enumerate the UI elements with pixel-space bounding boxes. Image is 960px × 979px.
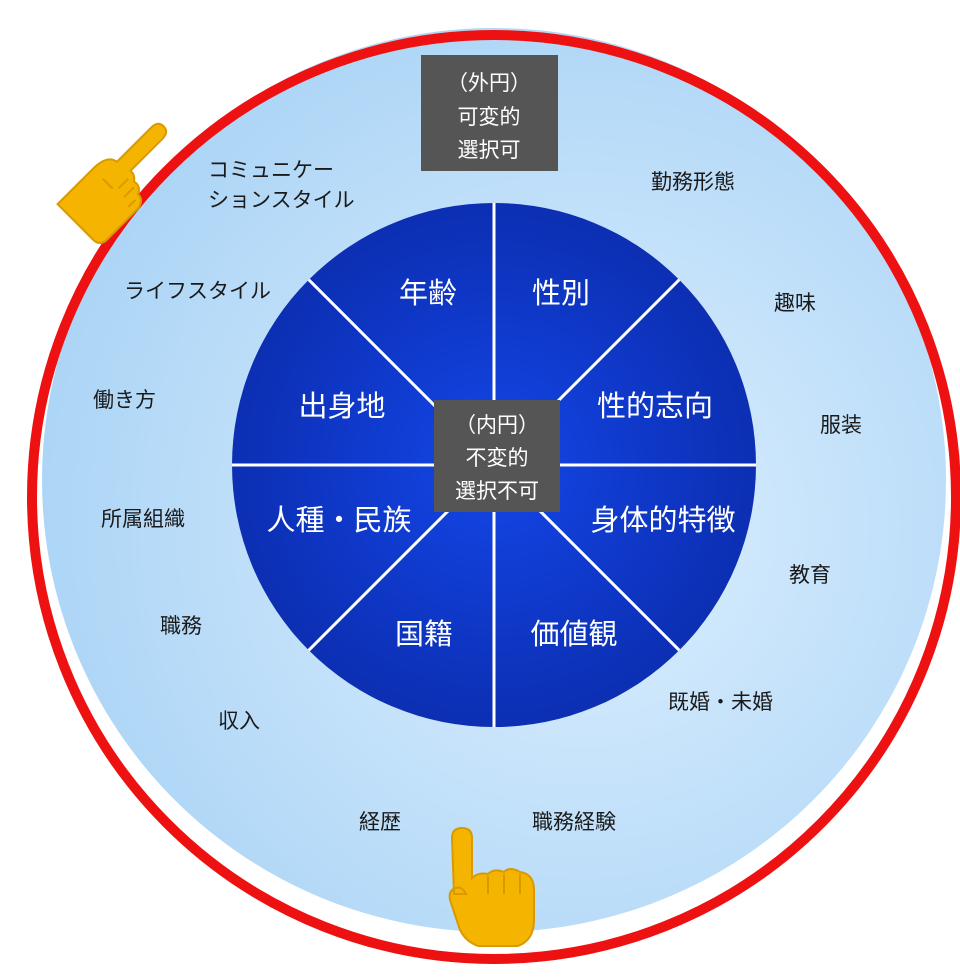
inner-box-line: （内円） [455,413,539,437]
inner-segment-label: 出身地 [298,389,385,423]
outer-item-label: 教育 [789,563,831,587]
inner-segment-label: 年齢 [399,276,457,310]
outer-item-label: 所属組織 [101,507,185,531]
outer-item-label: 既婚・未婚 [668,690,773,714]
outer-item-label: 働き方 [93,388,156,412]
outer-label-box: （外円） 可変的 選択可 [421,55,558,171]
inner-segment-label: 身体的特徴 [590,503,735,537]
outer-box-line: （外円） [447,71,531,95]
outer-item-label: 趣味 [774,291,816,315]
inner-box-line: 不変的 [466,446,529,470]
outer-item-label: ションスタイル [208,188,355,212]
inner-segment-label: 性的志向 [597,389,713,423]
outer-item-label: 収入 [218,709,260,733]
inner-box-line: 選択不可 [455,479,539,503]
pointing-hand-icon [56,122,168,245]
pointing-hand-icon [448,826,535,947]
inner-segment-label: 性別 [532,276,590,310]
outer-item-label: ライフスタイル [124,279,271,303]
outer-item-label: コミュニケー [208,158,334,182]
outer-item-label: 職務 [160,614,202,638]
highlight-ring [27,30,960,964]
outer-box-line: 可変的 [458,105,521,129]
inner-segment-labels: 年齢 性別 性的志向 身体的特徴 価値観 国籍 人種・民族 出身地 [266,276,735,651]
outer-item-label: 服装 [820,413,862,437]
inner-segment-label: 国籍 [395,617,453,651]
outer-item-label: 経歴 [359,810,401,834]
inner-segment-label: 価値観 [530,617,617,651]
outer-ring-labels: コミュニケー ションスタイル 勤務形態 ライフスタイル 趣味 働き方 服装 所属… [93,158,862,834]
outer-item-label: 勤務形態 [651,170,735,194]
outer-box-line: 選択可 [458,138,521,162]
inner-segment-label: 人種・民族 [266,503,411,537]
inner-label-box: （内円） 不変的 選択不可 [434,400,560,512]
outer-item-label: 職務経験 [532,810,616,834]
